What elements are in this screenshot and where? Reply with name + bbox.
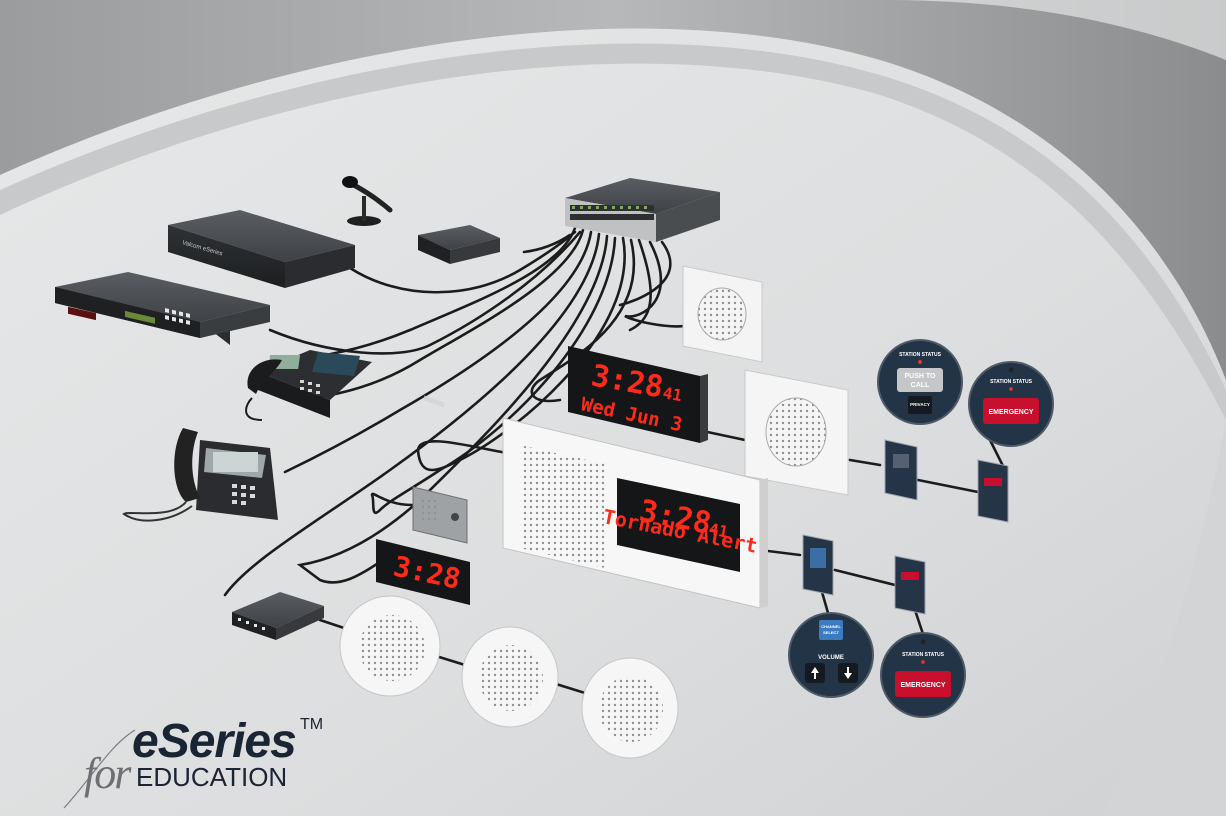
emergency-label-top: EMERGENCY bbox=[988, 409, 1033, 416]
emergency-status-top: STATION STATUS bbox=[990, 379, 1033, 385]
eseries-logo: for eSeries TM EDUCATION bbox=[62, 712, 362, 812]
emergency-station-bottom: STATION STATUS EMERGENCY bbox=[881, 633, 965, 717]
push-to-call-station: STATION STATUS PUSH TO CALL PRIVACY bbox=[878, 340, 962, 424]
square-speaker-small bbox=[683, 266, 762, 362]
logo-for: for bbox=[84, 748, 129, 799]
call-station-plate-3 bbox=[803, 535, 833, 595]
channel-select-line2: SELECT bbox=[823, 630, 839, 635]
ip-phone-display bbox=[213, 452, 258, 472]
call-station-plate-1 bbox=[885, 440, 917, 500]
emergency-station-top: STATION STATUS EMERGENCY bbox=[969, 362, 1053, 446]
logo-e: e bbox=[132, 715, 158, 768]
round-speaker-3 bbox=[582, 658, 678, 758]
round-speaker-2 bbox=[462, 627, 558, 727]
privacy-label: PRIVACY bbox=[910, 402, 930, 407]
logo-series: Series bbox=[158, 715, 296, 768]
channel-select-line1: CHANNEL bbox=[821, 624, 841, 629]
square-speaker-large bbox=[745, 370, 848, 495]
emergency-label-bottom: EMERGENCY bbox=[900, 682, 945, 689]
push-station-status: STATION STATUS bbox=[899, 352, 942, 358]
emergency-status-bottom: STATION STATUS bbox=[902, 652, 945, 658]
wall-clock-seconds: 41 bbox=[661, 383, 683, 405]
call-station-plate-2 bbox=[978, 460, 1008, 522]
logo-trademark: TM bbox=[300, 716, 323, 734]
push-to-call-line1: PUSH TO bbox=[905, 373, 937, 380]
volume-station: CHANNEL SELECT VOLUME bbox=[789, 613, 873, 697]
volume-label: VOLUME bbox=[818, 655, 844, 661]
call-station-plate-4 bbox=[895, 556, 925, 614]
round-speaker-1 bbox=[340, 596, 440, 696]
logo-eseries: eSeries bbox=[132, 714, 296, 769]
push-to-call-line2: CALL bbox=[911, 382, 930, 389]
logo-education: EDUCATION bbox=[136, 762, 287, 793]
